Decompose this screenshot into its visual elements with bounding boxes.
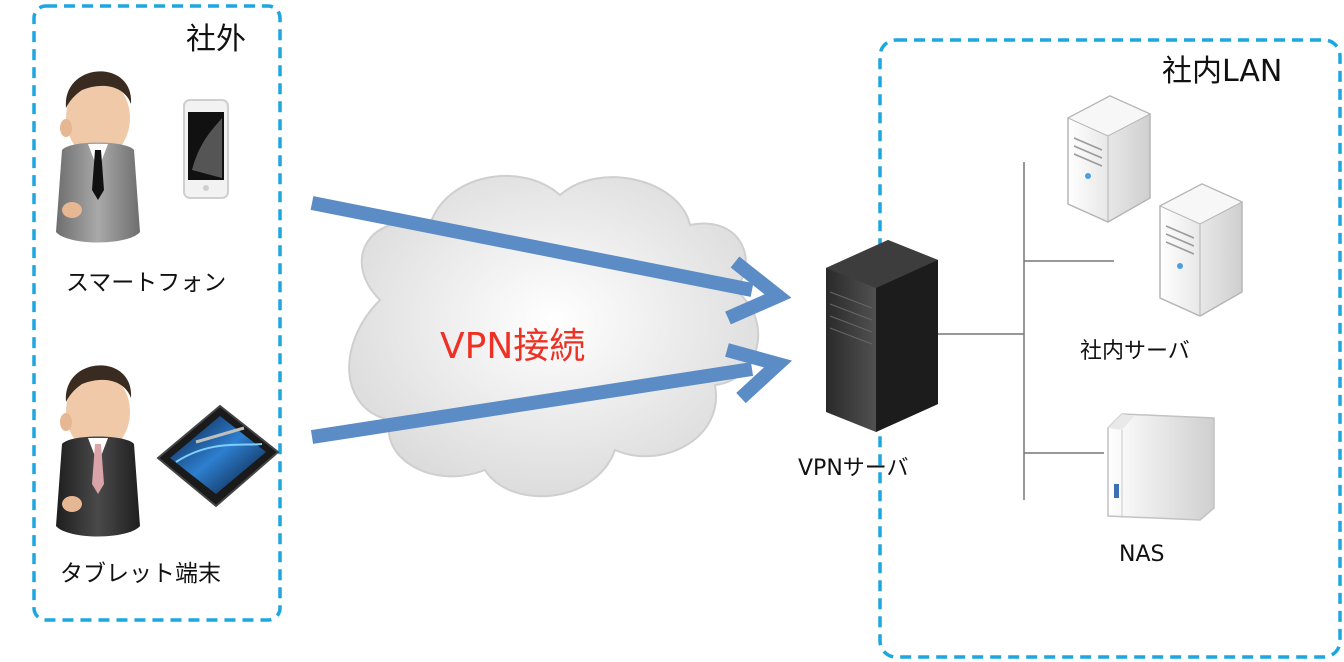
person-icon-smartphone-user xyxy=(56,71,140,243)
vpn-server-icon xyxy=(826,240,938,432)
vpn-server-label: VPNサーバ xyxy=(798,456,909,481)
arrow-smartphone-head xyxy=(725,256,792,325)
arrow-tablet-head xyxy=(725,343,793,404)
arrow-tablet xyxy=(310,362,754,444)
internal-server-icon-1 xyxy=(1066,95,1152,223)
vpn-connection-label: VPN接続 xyxy=(440,326,586,367)
nas-label: NAS xyxy=(1119,542,1165,567)
nas-icon xyxy=(1107,413,1215,521)
person-icon-tablet-user xyxy=(56,365,140,537)
tablet-label: タブレット端末 xyxy=(60,561,221,587)
lan-group-title: 社内LAN xyxy=(1162,54,1283,89)
smartphone-label: スマートフォン xyxy=(66,270,227,296)
outside-group-title: 社外 xyxy=(186,22,246,57)
vpn-arrows xyxy=(310,196,793,444)
arrow-smartphone xyxy=(310,196,754,297)
outside-group-box xyxy=(32,4,282,622)
internal-server-label: 社内サーバ xyxy=(1080,339,1190,364)
tablet-icon xyxy=(156,404,280,508)
smartphone-icon xyxy=(183,99,229,199)
internal-server-icon-2 xyxy=(1158,183,1244,317)
network-lines xyxy=(938,162,1114,500)
